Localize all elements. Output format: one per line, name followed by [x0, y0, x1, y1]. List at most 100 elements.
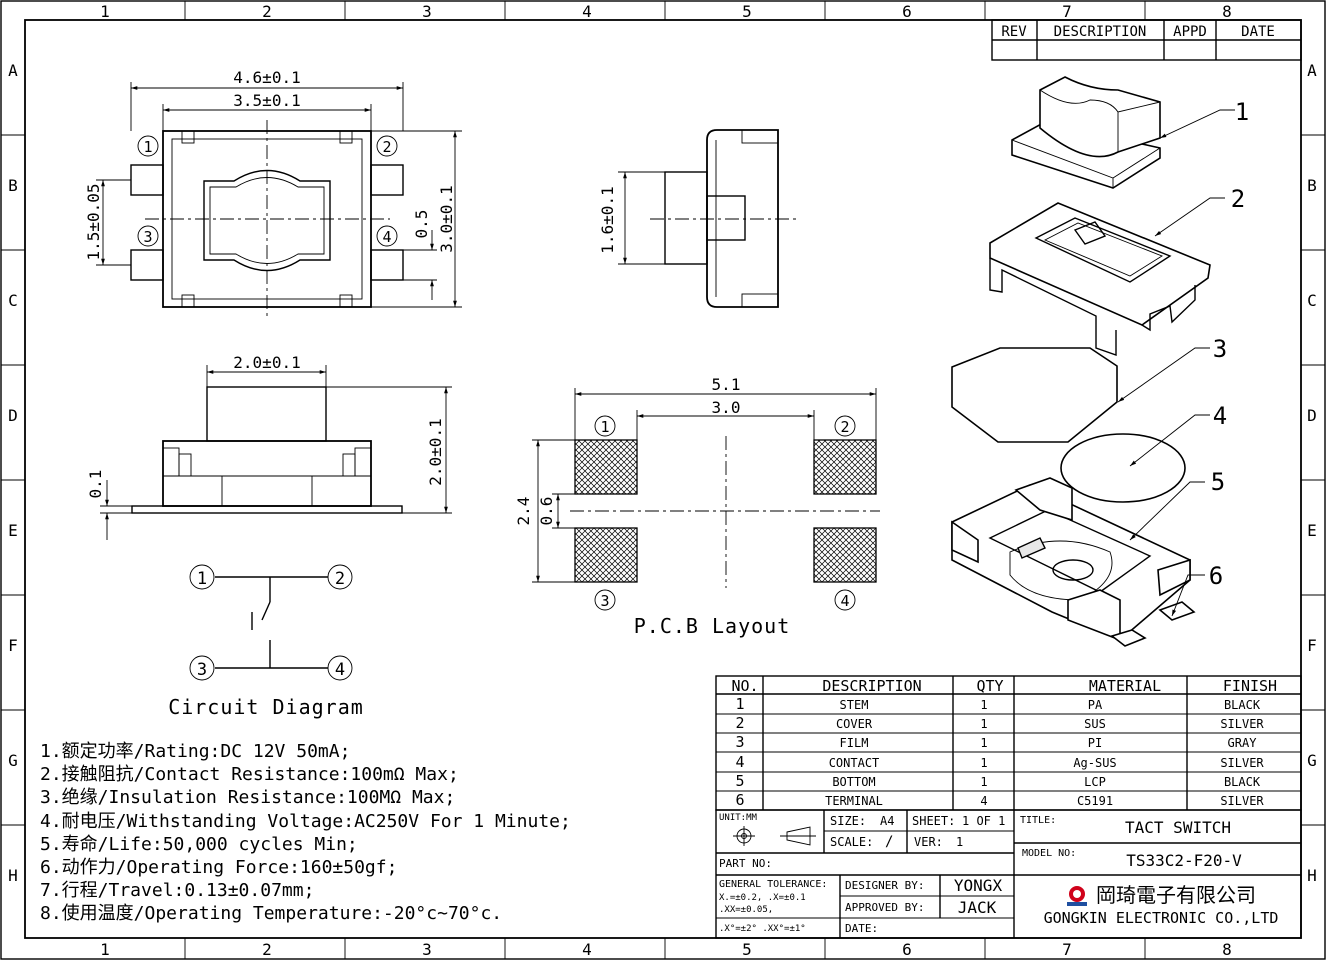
top-pin-2: 2: [382, 138, 391, 156]
bom-header-qty: QTY: [976, 677, 1003, 695]
bom-cell: 1: [980, 698, 987, 712]
spec-line: 4.耐电压/Withstanding Voltage:AC250V For 1 …: [40, 811, 571, 832]
company-name-cn: 岡琦電子有限公司: [1096, 883, 1256, 907]
frame-row-label: H: [8, 866, 18, 885]
bom-cell: 2: [735, 714, 744, 732]
spec-line: 3.绝缘/Insulation Resistance:100MΩ Max;: [40, 787, 455, 808]
frame-row-label: B: [8, 176, 18, 195]
company-logo-icon: [1067, 886, 1087, 906]
title-label: TITLE:: [1020, 815, 1056, 826]
dim-front-height: 2.0±0.1: [426, 418, 445, 485]
part-stem: [1011, 76, 1161, 189]
ver-label: VER:: [914, 835, 943, 849]
title-block: UNIT:MM SIZE: A4 SHEET: 1 OF 1 SCALE: / …: [715, 809, 1302, 939]
bom-cell: BLACK: [1224, 698, 1261, 712]
frame-row-label: E: [8, 521, 18, 540]
dim-pcb-height: 2.4: [514, 497, 533, 526]
bom-cell: BLACK: [1224, 775, 1261, 789]
pcb-pad-4: [813, 527, 877, 583]
approved-label: APPROVED BY:: [845, 901, 924, 914]
projection-symbol: [733, 826, 816, 846]
dim-side-height: 1.6±0.1: [598, 186, 617, 253]
rev-header-rev: REV: [1001, 24, 1027, 40]
rev-header-appd: APPD: [1173, 24, 1207, 40]
frame-col-label: 7: [1062, 2, 1072, 21]
frame-col-label: 3: [422, 940, 432, 959]
approved-value: JACK: [958, 898, 997, 917]
bom-cell: FILM: [840, 736, 869, 750]
bom-cell: 1: [980, 717, 987, 731]
bom-cell: C5191: [1077, 794, 1113, 808]
tolerance-line: .X°=±2° .XX°=±1°: [719, 924, 806, 934]
pcb-pin-2: 2: [840, 418, 849, 436]
dim-top-inner: 3.5±0.1: [233, 91, 300, 110]
dim-stem-width: 2.0±0.1: [233, 353, 300, 372]
frame-row-label: B: [1307, 176, 1317, 195]
bom-cell: GRAY: [1228, 736, 1258, 750]
exploded-view: 1 2 3 4 5 6: [951, 76, 1249, 647]
bom-header-material: MATERIAL: [1089, 677, 1161, 695]
dim-pin-pitch: 1.5±0.05: [84, 183, 103, 260]
pcb-pad-1: [574, 439, 638, 495]
frame-row-label: A: [8, 61, 18, 80]
callout-6: 6: [1209, 562, 1223, 590]
frame-row-label: E: [1307, 521, 1317, 540]
frame-col-label: 1: [100, 940, 110, 959]
frame-col-label: 5: [742, 2, 752, 21]
top-pin-4: 4: [382, 228, 391, 246]
dim-pcb-gap: 0.6: [537, 497, 556, 526]
pcb-layout-label: P.C.B Layout: [634, 614, 791, 638]
part-contact: [1060, 433, 1186, 503]
designer-value: YONGX: [954, 876, 1003, 895]
frame-row-label: D: [8, 406, 18, 425]
callout-1: 1: [1235, 98, 1249, 126]
company-name-en: GONGKIN ELECTRONIC CO.,LTD: [1044, 909, 1279, 927]
bom-cell: PI: [1088, 736, 1102, 750]
spec-line: 6.动作力/Operating Force:160±50gf;: [40, 857, 397, 878]
callout-3: 3: [1213, 335, 1227, 363]
rev-header-description: DESCRIPTION: [1054, 24, 1147, 40]
frame-col-label: 2: [262, 2, 272, 21]
frame-row-label: H: [1307, 866, 1317, 885]
ver-value: 1: [956, 835, 963, 849]
bom-cell: 4: [980, 794, 987, 808]
callout-5: 5: [1211, 468, 1225, 496]
bom-cell: SILVER: [1220, 756, 1264, 770]
callout-4: 4: [1213, 402, 1227, 430]
size-value: A4: [880, 814, 894, 828]
tolerance-line: X.=±0.2, .X=±0.1: [719, 893, 806, 903]
pcb-pin-3: 3: [600, 592, 609, 610]
bom-cell: BOTTOM: [832, 775, 875, 789]
dim-top-height: 3.0±0.1: [437, 185, 456, 252]
unit-label: UNIT:MM: [719, 813, 758, 823]
size-label: SIZE:: [830, 814, 866, 828]
callout-2: 2: [1231, 185, 1245, 213]
part-no-label: PART NO:: [719, 857, 772, 870]
bom-header-description: DESCRIPTION: [822, 677, 921, 695]
sheet-value: 1 OF 1: [962, 814, 1005, 828]
frame-col-label: 8: [1222, 2, 1232, 21]
part-cover: [989, 202, 1211, 356]
bom-cell: SUS: [1084, 717, 1106, 731]
model-number: TS33C2-F20-V: [1126, 851, 1242, 870]
scale-value: /: [885, 834, 893, 850]
bom-cell: 1: [980, 736, 987, 750]
frame-row-label: C: [8, 291, 18, 310]
side-view: 1.6±0.1: [598, 129, 800, 308]
bom-cell: Ag-SUS: [1073, 756, 1116, 770]
frame-row-label: D: [1307, 406, 1317, 425]
bom-cell: STEM: [840, 698, 869, 712]
spec-line: 1.额定功率/Rating:DC 12V 50mA;: [40, 741, 350, 762]
pcb-pin-4: 4: [840, 592, 849, 610]
bom-cell: TERMINAL: [825, 794, 883, 808]
circuit-diagram-label: Circuit Diagram: [168, 695, 364, 719]
frame-col-label: 6: [902, 940, 912, 959]
pcb-layout: 5.1 3.0 2.4 0.6 1 2 3 4 P.C.B Layout: [514, 375, 880, 638]
specifications: 1.额定功率/Rating:DC 12V 50mA; 2.接触阻抗/Contac…: [40, 741, 571, 924]
bom-cell: 1: [980, 756, 987, 770]
bom-cell: LCP: [1084, 775, 1106, 789]
bom-cell: 4: [735, 753, 744, 771]
dim-pcb-inner: 3.0: [712, 398, 741, 417]
front-view: 2.0±0.1 2.0±0.1 0.1: [86, 353, 452, 540]
